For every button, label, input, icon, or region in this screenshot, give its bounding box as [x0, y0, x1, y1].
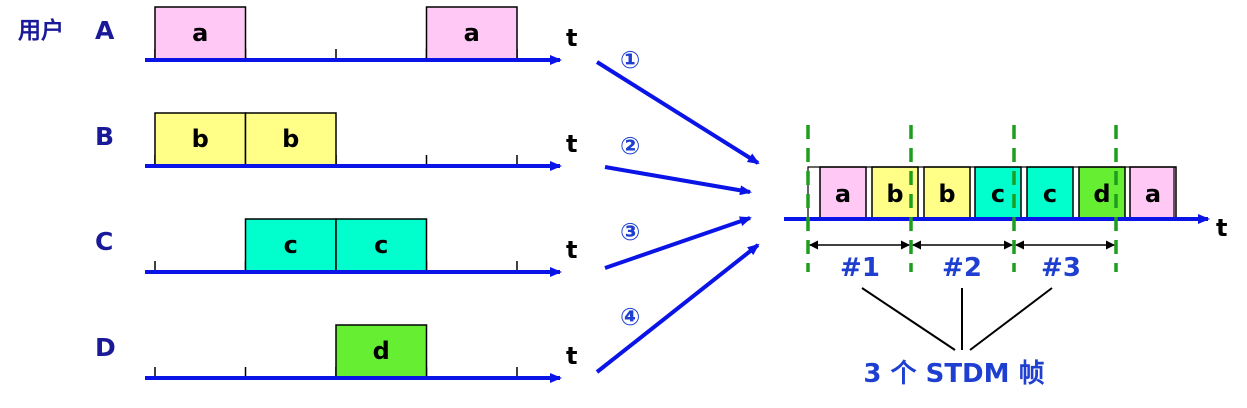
time-slot	[335, 324, 428, 379]
user-a-time-label: t	[566, 24, 577, 52]
time-slot-label: c	[374, 231, 388, 259]
arrow-4-number: ④	[620, 303, 640, 331]
user-b-label: B	[95, 122, 114, 151]
arrow-3	[604, 216, 752, 270]
time-slot	[335, 218, 428, 273]
user-d-label: D	[95, 333, 116, 362]
caption-connector-3	[969, 287, 1053, 351]
user-a-label: A	[95, 16, 115, 45]
stdm-slot	[1026, 166, 1074, 220]
user-prefix-label: 用户	[18, 17, 64, 44]
time-slot	[154, 6, 247, 61]
stdm-caption: 3 个 STDM 帧	[863, 359, 1044, 389]
time-slot-label: a	[464, 19, 480, 47]
stdm-time-label: t	[1216, 214, 1227, 242]
arrow-4	[595, 243, 760, 374]
time-slot-label: c	[284, 231, 298, 259]
arrow-3-number: ③	[620, 218, 640, 246]
time-slot-label: a	[192, 19, 208, 47]
user-d-timeline: d	[145, 324, 562, 383]
stdm-slot-label: c	[1043, 180, 1057, 208]
time-slot-label: b	[192, 125, 209, 153]
arrow-2	[604, 165, 752, 196]
arrow-1-number: ①	[620, 46, 640, 74]
time-slot-label: d	[373, 337, 390, 365]
frame-3-label: #3	[1041, 253, 1081, 283]
stdm-slot-label: b	[886, 180, 903, 208]
arrow-1	[595, 60, 760, 165]
time-slot-label: b	[282, 125, 299, 153]
time-slot	[244, 112, 337, 167]
user-c-label: C	[95, 227, 113, 256]
stdm-slot-label: b	[938, 180, 955, 208]
stdm-slot-label: d	[1093, 180, 1110, 208]
arrow-2-number: ②	[620, 132, 640, 160]
frame-2-label: #2	[942, 253, 982, 283]
caption-connector-1	[861, 287, 956, 351]
stdm-slot-label: a	[835, 180, 851, 208]
user-b-time-label: t	[566, 130, 577, 158]
stdm-slot-label: a	[1145, 180, 1161, 208]
frame-1-label: #1	[840, 253, 880, 283]
user-c-time-label: t	[566, 236, 577, 264]
user-d-time-label: t	[566, 342, 577, 370]
stdm-slot-label: c	[991, 180, 1005, 208]
